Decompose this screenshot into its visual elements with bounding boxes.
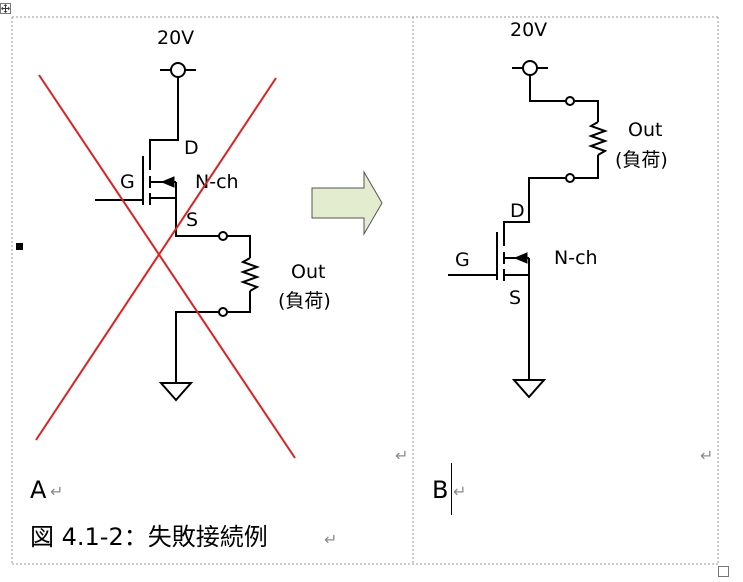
resistor-icon bbox=[240, 257, 260, 292]
power-terminal-icon bbox=[512, 60, 548, 76]
text-cursor bbox=[451, 463, 452, 515]
gate-label-a: G bbox=[120, 171, 135, 193]
circuit-b-labels: 20V Out (負荷) D G N-ch S bbox=[455, 19, 668, 309]
gate-label-b: G bbox=[455, 249, 470, 271]
selection-handle[interactable] bbox=[16, 235, 23, 250]
power-terminal-icon bbox=[160, 62, 196, 78]
load-label-line2-b: (負荷) bbox=[615, 149, 668, 171]
paragraph-mark: ↵ bbox=[324, 530, 337, 549]
table-move-handle[interactable] bbox=[0, 0, 12, 14]
mosfet-icon bbox=[142, 156, 177, 205]
supply-label-b: 20V bbox=[510, 19, 547, 41]
paragraph-mark: ↵ bbox=[395, 446, 408, 465]
circuit-b bbox=[448, 60, 608, 399]
circuit-a-labels: 20V D G N-ch S Out (負荷) bbox=[120, 27, 331, 312]
table-move-handle-icon bbox=[0, 3, 11, 14]
cross-out-mark bbox=[35, 74, 296, 459]
ground-icon bbox=[158, 382, 194, 402]
load-label-line2-a: (負荷) bbox=[278, 290, 331, 312]
load-label-line1-a: Out bbox=[291, 261, 325, 283]
ground-icon bbox=[511, 379, 547, 399]
paragraph-mark: ↵ bbox=[700, 446, 713, 465]
load-label-line1-b: Out bbox=[628, 119, 662, 141]
channel-label-b: N-ch bbox=[554, 247, 598, 269]
selection-square-icon bbox=[16, 243, 23, 250]
table-grid bbox=[11, 16, 719, 565]
resistor-icon bbox=[588, 121, 608, 156]
drain-label-b: D bbox=[510, 200, 525, 222]
cell-label-b: B bbox=[432, 476, 448, 504]
drain-label-a: D bbox=[184, 137, 199, 159]
figure-caption: 図 4.1-2：失敗接続例 bbox=[30, 523, 268, 551]
table-resize-handle-icon bbox=[718, 566, 729, 577]
mosfet-icon bbox=[496, 232, 530, 380]
cell-label-a: A bbox=[30, 476, 47, 504]
paragraph-mark: ↵ bbox=[453, 482, 466, 501]
circuit-a bbox=[95, 62, 260, 402]
table-resize-handle[interactable] bbox=[718, 563, 730, 577]
channel-label-a: N-ch bbox=[195, 171, 239, 193]
right-arrow-icon bbox=[311, 170, 383, 236]
paragraph-mark: ↵ bbox=[50, 482, 63, 501]
source-label-a: S bbox=[186, 209, 198, 231]
source-label-b: S bbox=[509, 287, 521, 309]
supply-label-a: 20V bbox=[157, 27, 194, 49]
